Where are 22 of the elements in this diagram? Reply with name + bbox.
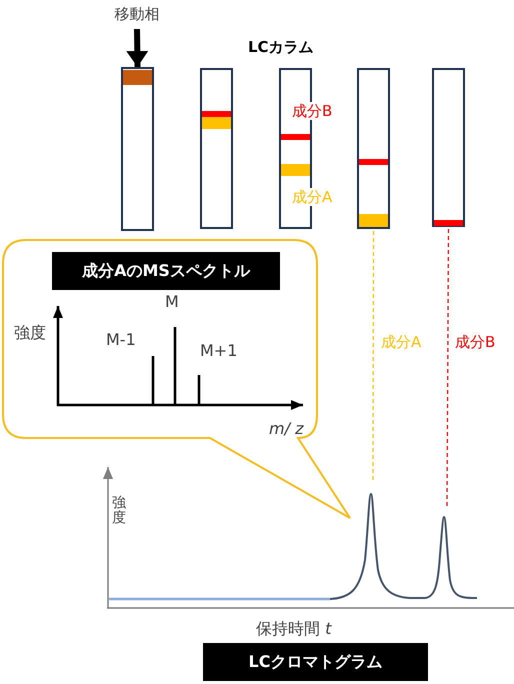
component-label: 成分B [292, 102, 332, 120]
peak-label: M-1 [106, 330, 136, 350]
peak-label: M+1 [200, 341, 238, 360]
axis-label: m/ z [269, 419, 304, 438]
mobile-phase-label: 移動相 [112, 5, 162, 27]
lc-column [200, 68, 233, 229]
axis-label: 強度 [112, 496, 126, 527]
arrow [126, 28, 148, 68]
dashed-guide-line [446, 229, 450, 507]
axis-label: 強度 [14, 323, 46, 342]
lc-column [432, 68, 465, 227]
column-heading: LCカラム [248, 38, 314, 56]
lc-column [121, 67, 154, 231]
edge-label: 成分B [455, 333, 496, 351]
edge-label: 成分A [381, 333, 422, 351]
dashed-guide-line [372, 231, 374, 482]
peak-label: M [165, 292, 179, 312]
title-banner: 成分AのMSスペクトル [52, 252, 280, 290]
axis-label: 保持時間 t [256, 619, 332, 638]
title-banner: LCクロマトグラム [203, 643, 428, 681]
component-label: 成分A [292, 188, 332, 206]
lc-column [357, 68, 390, 229]
